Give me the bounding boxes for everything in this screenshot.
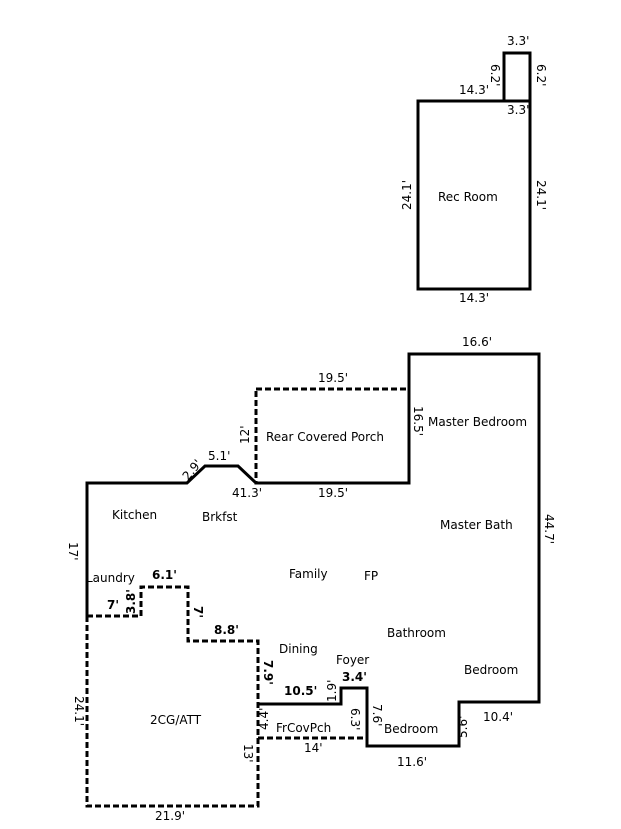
dimension-label: 4.4' [257, 708, 271, 730]
dimension-label: 6.2' [534, 64, 548, 86]
dimension-label: 21.9' [155, 809, 185, 823]
room-label: Rec Room [438, 190, 498, 204]
dimension-label: 16.6' [462, 335, 492, 349]
dimension-label: 16.5' [411, 406, 425, 436]
dimension-label: 3.8' [124, 589, 138, 614]
dimension-label: 5.6' [456, 716, 470, 738]
room-label: Dining [279, 642, 318, 656]
dimension-label: 2.9' [180, 457, 205, 483]
dimension-label: 10.5' [284, 684, 317, 698]
dimension-label: 24.1' [534, 180, 548, 210]
dimension-label: 11.6' [397, 755, 427, 769]
dimension-label: 1.9' [325, 680, 339, 702]
dimension-label: 13' [241, 744, 255, 763]
dimension-label: 14.3' [459, 291, 489, 305]
dimension-label: 3.3' [507, 34, 529, 48]
dimension-label: 7.6' [370, 704, 384, 726]
room-label: Kitchen [112, 508, 157, 522]
dimension-label: 24.1' [72, 696, 86, 726]
dimension-label: 10.4' [483, 710, 513, 724]
room-label: Brkfst [202, 510, 238, 524]
dimension-label: 14' [304, 741, 323, 755]
room-label: Bedroom [384, 722, 438, 736]
dimension-label: 3.4' [342, 670, 367, 684]
rear-porch-outline [254, 387, 411, 485]
garage-outline [85, 585, 260, 808]
dimension-label: 12' [238, 425, 252, 444]
room-label: Master Bath [440, 518, 513, 532]
room-label: Rear Covered Porch [266, 430, 384, 444]
room-label: Bedroom [464, 663, 518, 677]
dimension-label: 8.8' [214, 623, 239, 637]
dimension-label: 17' [66, 542, 80, 561]
dimension-label: 6.3' [348, 708, 362, 730]
room-label: FrCovPch [276, 721, 331, 735]
rec-room-outline [416, 99, 532, 291]
dimension-label: 5.1' [208, 449, 230, 463]
room-label: Family [289, 567, 328, 581]
dimension-label: 7' [191, 606, 205, 618]
room-label: 2CG/ATT [150, 713, 202, 727]
dimension-label: 3.3' [507, 103, 529, 117]
rec-room-bump-outline [502, 51, 532, 103]
dimension-label: 14.3' [459, 83, 489, 97]
room-label: Master Bedroom [428, 415, 527, 429]
dimension-label: 24.1' [400, 180, 414, 210]
dimension-label: 44.7' [542, 514, 556, 544]
dimension-label: 6.2' [488, 64, 502, 86]
house-outline [85, 352, 541, 748]
dimension-label: 6.1' [152, 568, 177, 582]
room-label: Bathroom [387, 626, 446, 640]
dimension-label: 41.3' [232, 486, 262, 500]
dimension-label: 19.5' [318, 486, 348, 500]
room-label: Laundry [86, 571, 135, 585]
room-label: FP [364, 569, 378, 583]
dimension-label: 7' [107, 598, 119, 612]
room-label: Foyer [336, 653, 369, 667]
dimension-label: 19.5' [318, 371, 348, 385]
dimension-label: 7.9' [261, 660, 275, 685]
